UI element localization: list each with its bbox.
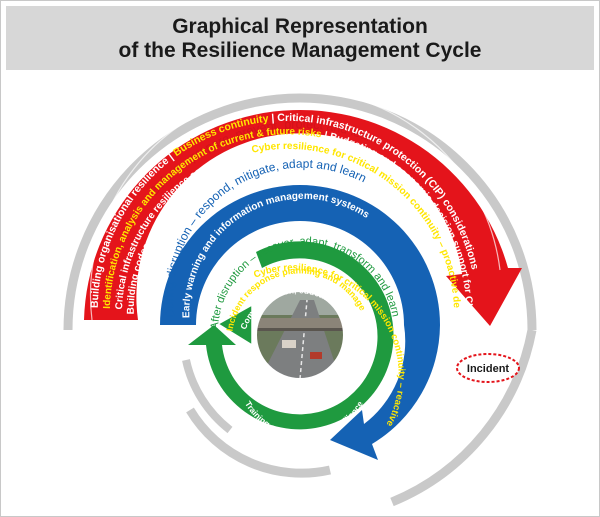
before-band-highlight xyxy=(89,88,501,321)
title-line-1: Graphical Representation xyxy=(172,15,428,38)
title-line-2: of the Resilience Management Cycle xyxy=(118,39,482,62)
center-photo-ring xyxy=(255,290,345,380)
incident-label: Incident xyxy=(467,363,510,375)
after-band-arrowhead xyxy=(216,303,253,347)
incident-badge: Incident xyxy=(456,353,520,383)
title-bar: Graphical Representation of the Resilien… xyxy=(6,6,594,70)
before-band-arrow xyxy=(84,109,522,326)
grey-small-arc xyxy=(182,359,233,434)
grey-outer-arc xyxy=(63,93,537,331)
grey-outer-arc-tail xyxy=(390,329,537,507)
grey-inner-arc xyxy=(186,407,331,478)
